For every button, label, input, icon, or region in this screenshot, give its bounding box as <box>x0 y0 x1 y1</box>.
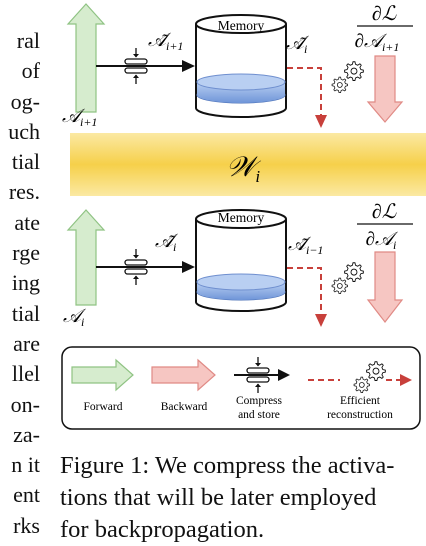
svg-text:Backward: Backward <box>161 401 208 413</box>
backward-arrow-top <box>366 55 404 123</box>
svg-text:reconstruction: reconstruction <box>327 409 393 421</box>
memory-label: Memory <box>218 18 265 33</box>
bottom-section: 𝒜i 𝒜̃i Memory 𝒜̃i−1 ∂ℒ ∂𝒜i <box>63 201 413 329</box>
svg-text:Forward: Forward <box>84 401 123 413</box>
left-fragment: tial <box>11 300 40 326</box>
left-fragment: on- <box>10 391 40 417</box>
weight-band: 𝒲i <box>70 133 426 196</box>
svg-text:∂ℒ: ∂ℒ <box>372 3 397 25</box>
left-fragment: rks <box>13 512 40 538</box>
legend-forward: Forward <box>71 358 134 413</box>
memory-label: Memory <box>218 210 265 225</box>
reconstructed-label-bottom: 𝒜̃i−1 <box>288 234 323 257</box>
memory-cylinder-bottom: Memory <box>195 209 287 312</box>
left-fragment: ate <box>14 209 40 235</box>
left-fragment: ent <box>13 482 40 508</box>
left-fragment: of <box>21 58 40 84</box>
svg-text:Efficient: Efficient <box>340 395 381 407</box>
reconstructed-label-top: 𝒜̃i <box>286 33 310 56</box>
svg-text:∂𝒜i+1: ∂𝒜i+1 <box>355 31 400 54</box>
input-label-bottom: 𝒜i <box>63 306 87 329</box>
top-section: 𝒜i+1 𝒜̃i+1 Memory 𝒜̃i ∂ℒ ∂𝒜i+1 <box>62 3 413 129</box>
gradient-label-top: ∂ℒ ∂𝒜i+1 <box>355 3 413 54</box>
left-fragment: tial <box>11 149 40 175</box>
left-fragment: ral <box>16 28 40 53</box>
caption-line: Figure 1: We compress the activa- <box>60 452 395 479</box>
svg-text:∂𝒜i: ∂𝒜i <box>366 229 399 252</box>
gear-icon-top <box>332 62 363 93</box>
left-fragment: n it <box>11 452 40 478</box>
figure-diagram: 𝒜i+1 𝒜̃i+1 Memory 𝒜̃i ∂ℒ ∂𝒜i+1 <box>61 3 426 430</box>
figure-caption: Figure 1: We compress the activa- tions … <box>60 450 426 546</box>
compressed-label-top: 𝒜̃i+1 <box>148 30 183 53</box>
left-fragment: ing <box>11 270 40 296</box>
left-fragment: za- <box>13 421 40 447</box>
svg-text:Compress: Compress <box>236 395 283 407</box>
legend-efficient: Efficient reconstruction <box>308 362 412 421</box>
memory-cylinder-top: Memory <box>195 14 287 118</box>
caption-line: tions that will be later employed <box>60 484 377 511</box>
forward-arrow-top <box>66 3 106 113</box>
legend: Forward Backward Compress and store Effi… <box>61 346 421 430</box>
left-fragment: llel <box>11 361 40 387</box>
svg-text:and store: and store <box>238 409 280 421</box>
left-fragment: res. <box>8 179 40 205</box>
left-fragment: are <box>13 330 40 356</box>
legend-backward: Backward <box>151 358 216 413</box>
gradient-label-bottom: ∂ℒ ∂𝒜i <box>357 201 413 252</box>
legend-compress: Compress and store <box>234 356 290 421</box>
gear-icon-bottom <box>332 263 363 294</box>
backward-arrow-bottom <box>366 251 404 323</box>
left-fragment: rge <box>12 240 40 266</box>
forward-arrow-bottom <box>66 209 106 306</box>
svg-text:∂ℒ: ∂ℒ <box>372 201 397 223</box>
compressed-label-bottom: 𝒜̃i <box>155 231 179 254</box>
left-fragment: og- <box>10 88 40 114</box>
caption-line: for backpropagation. <box>60 516 265 543</box>
left-fragment: uch <box>8 118 40 144</box>
